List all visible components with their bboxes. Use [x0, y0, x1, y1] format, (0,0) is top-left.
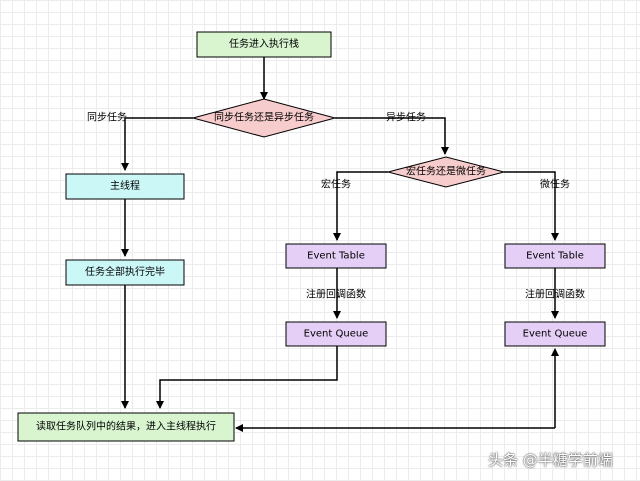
edge-macro [333, 171, 388, 241]
main-thread-node: 主线程 [65, 173, 185, 200]
all-done-label: 任务全部执行完毕 [85, 265, 165, 278]
edge-macro-queue-to-read [156, 346, 338, 409]
macro-event-queue-node: Event Queue [285, 321, 387, 347]
edge-label-macro-register: 注册回调函数 [306, 288, 366, 301]
micro-event-queue-node: Event Queue [504, 321, 606, 347]
edge-async [335, 117, 449, 155]
micro-event-queue-label: Event Queue [523, 329, 588, 340]
read-queue-node: 读取任务队列中的结果，进入主线程执行 [17, 412, 235, 442]
edge-label-macro: 宏任务 [321, 178, 351, 191]
start-label: 任务进入执行栈 [229, 37, 299, 50]
edge-label-micro-register: 注册回调函数 [525, 288, 585, 301]
edge-label-micro: 微任务 [540, 178, 570, 191]
decision-macro-micro: 宏任务还是微任务 [386, 156, 506, 188]
watermark: 头条 @半糖学前端 [488, 451, 613, 469]
edge-label-async: 异步任务 [386, 111, 426, 124]
micro-event-table-node: Event Table [504, 243, 606, 269]
macro-event-table-node: Event Table [285, 243, 387, 269]
decision-macro-micro-label: 宏任务还是微任务 [406, 165, 486, 178]
decision-sync-async: 同步任务还是异步任务 [191, 98, 337, 138]
read-queue-label: 读取任务队列中的结果，进入主线程执行 [36, 420, 216, 433]
all-done-node: 任务全部执行完毕 [65, 259, 185, 286]
connectors [121, 57, 559, 432]
decision-sync-async-label: 同步任务还是异步任务 [214, 111, 314, 124]
edge-label-sync: 同步任务 [87, 111, 127, 124]
macro-event-table-label: Event Table [307, 251, 365, 262]
micro-event-table-label: Event Table [526, 251, 584, 262]
edge-micro [504, 171, 559, 241]
macro-event-queue-label: Event Queue [304, 329, 369, 340]
start-node: 任务进入执行栈 [196, 31, 332, 58]
edge-sync [121, 117, 193, 171]
main-thread-label: 主线程 [110, 179, 140, 192]
